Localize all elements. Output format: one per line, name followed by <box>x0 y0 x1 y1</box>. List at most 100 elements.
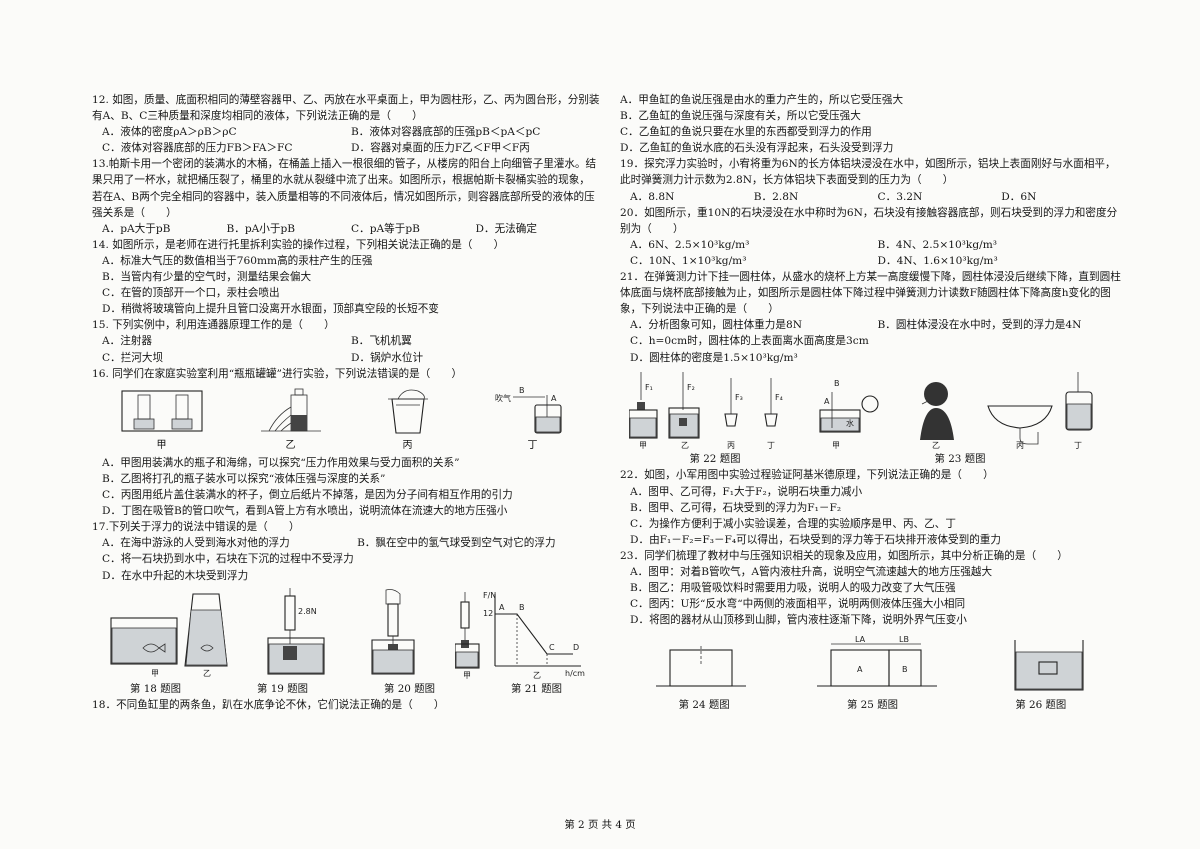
figure-captions-24-26: 第 24 题图 第 25 题图 第 26 题图 <box>620 698 1125 714</box>
option-c: C．液体对容器底部的压力FB＞FA＞FC <box>102 142 293 155</box>
option-d: D．锅炉水位计 <box>351 351 424 364</box>
figures-22-23: F₁ F₂ F₃ F₄ 甲 乙 丙 丁 B <box>620 370 1125 450</box>
option-a: A．在海中游泳的人受到海水对他的浮力 <box>102 537 290 550</box>
caption-fig-22: 第 22 题图 <box>689 452 741 465</box>
question-19-options: A．8.8N B．2.8N C．3.2N D．6N <box>620 189 1125 205</box>
option-a: A．注射器 <box>102 335 153 348</box>
fish-tanks-illustration: 甲 乙 <box>110 593 228 678</box>
option-b: B．pA小于pB <box>226 222 296 235</box>
option-a: A．标准大气压的数值相当于760mm高的汞柱产生的压强 <box>102 254 373 267</box>
option-d: D．稍微将玻璃管向上提升且管口没离开水银面，顶部真空段的长短不变 <box>102 303 439 316</box>
figure-21-tick-12: 12 <box>483 609 493 618</box>
figure-18-label-jia: 甲 <box>151 669 159 678</box>
question-19-stem: 19．探究浮力实验时，小宥将重为6N的长方体铝块浸没在水中，如图所示，铝块上表面… <box>620 158 1116 187</box>
option-b: B．图甲、乙可得，石块受到的浮力为F₁－F₂ <box>630 501 842 514</box>
question-13: 13.帕斯卡用一个密闭的装满水的木桶，在桶盖上插入一根很细的管子，从楼房的阳台上… <box>92 156 600 236</box>
option-c: C．图丙：U形“反水弯“中两侧的液面相平，说明两侧液体压强大小相同 <box>630 598 966 611</box>
figure-25-label-a: A <box>857 665 863 674</box>
option-b: B．乙图将打孔的瓶子装水可以探究“液体压强与深度的关系” <box>102 472 386 485</box>
question-17-options: A．在海中游泳的人受到海水对他的浮力 B．飘在空中的氢气球受到空气对它的浮力 <box>92 535 600 551</box>
figure-23-label-ding: 丁 <box>1074 441 1082 450</box>
figure-21-label-yi: 乙 <box>533 671 541 680</box>
option-a: A．图甲、乙可得，F₁大于F₂，说明石块重力减小 <box>630 485 863 498</box>
question-14-options: A．标准大气压的数值相当于760mm高的汞柱产生的压强 B．当管内有少量的空气时… <box>92 253 600 317</box>
option-d: D．6N <box>1001 190 1037 203</box>
question-18-stem: 18．不同鱼缸里的两条鱼，趴在水底争论不休，它们说法正确的是（ ） <box>92 699 445 712</box>
question-15-options: A．注射器 B．飞机机翼 C．拦河大坝 D．锅炉水位计 <box>92 333 600 365</box>
question-22-options: A．图甲、乙可得，F₁大于F₂，说明石块重力减小 B．图甲、乙可得，石块受到的浮… <box>620 484 1125 548</box>
figure-23-label-jia: 甲 <box>832 441 840 450</box>
question-22-stem: 22．如图，小军用图中实验过程验证阿基米德原理，下列说法正确的是（ ） <box>620 469 994 482</box>
figure-21-point-a: A <box>499 603 505 612</box>
question-21-options: A．分析图象可知，圆柱体重力是8N B．圆柱体浸没在水中时，受到的浮力是4N <box>620 317 1125 333</box>
figure-18-label-yi: 乙 <box>203 669 211 678</box>
option-a: A．甲图用装满水的瓶子和海绵，可以探究“压力作用效果与受力面积的关系” <box>102 456 460 469</box>
question-17-options-cd: C．将一石块扔到水中，石块在下沉的过程中不受浮力 D．在水中升起的木块受到浮力 <box>92 551 600 583</box>
caption-fig-25: 第 25 题图 <box>846 699 898 712</box>
container-with-block-illustration <box>1014 640 1084 691</box>
force-depth-graph-illustration: 甲 F/N 12 h/cm A B C D 乙 <box>454 591 585 680</box>
question-15: 15. 下列实例中，利用连通器原理工作的是（ ） A．注射器 B．飞机机翼 C．… <box>92 317 600 365</box>
question-14: 14. 如图所示，是老师在进行托里拆利实验的操作过程，下列相关说法正确的是（ ）… <box>92 237 600 317</box>
archimedes-experiment-illustration: F₁ F₂ F₃ F₄ 甲 乙 丙 丁 <box>628 371 783 450</box>
caption-fig-24: 第 24 题图 <box>678 699 730 712</box>
figure-16-caption-ding: 丁 <box>527 439 538 451</box>
option-d: D．由F₁－F₂=F₃－F₄可以得出，石块受到的浮力等于石块排开液体受到的重力 <box>630 533 1001 546</box>
caption-fig-19: 第 19 题图 <box>257 682 308 695</box>
figure-25-label-lb: LB <box>899 636 909 644</box>
option-c: C．丙图用纸片盖住装满水的杯子，倒立后纸片不掉落，是因为分子间有相互作用的引力 <box>102 489 513 502</box>
question-22: 22．如图，小军用图中实验过程验证阿基米德原理，下列说法正确的是（ ） A．图甲… <box>620 467 1125 547</box>
figure-21-point-d: D <box>573 643 579 652</box>
question-23-options: A．图甲：对着B管吹气，A管内液柱升高，说明空气流速越大的地方压强越大 B．图乙… <box>620 564 1125 628</box>
hand-scale-beaker-illustration <box>371 588 415 675</box>
question-18: 18．不同鱼缸里的两条鱼，趴在水底争论不休，它们说法正确的是（ ） <box>92 697 600 713</box>
option-b: B．液体对容器底部的压强pB＜pA＜pC <box>351 126 541 139</box>
option-c: C．拦河大坝 <box>102 351 164 364</box>
question-20-options: A．6N、2.5×10³kg/m³ B．4N、2.5×10³kg/m³ C．10… <box>620 237 1125 269</box>
option-c: C．乙鱼缸的鱼说只要在水里的东西都受到浮力的作用 <box>620 126 872 139</box>
figure-21-point-c: C <box>549 643 555 652</box>
option-c: C．在管的顶部开一个口，汞柱会喷出 <box>102 287 280 300</box>
option-d: D．在水中升起的木块受到浮力 <box>102 569 249 582</box>
figure-21-point-b: B <box>519 603 525 612</box>
figure-16-label-b: B <box>519 386 525 395</box>
question-18-options: A．甲鱼缸的鱼说压强是由水的重力产生的，所以它受压强大 B．乙鱼缸的鱼说压强与深… <box>620 92 1125 156</box>
atomizer-bottle-illustration: B 吹气 A <box>495 386 562 434</box>
option-b: B．飘在空中的氢气球受到空气对它的浮力 <box>357 537 556 550</box>
question-12-options: A．液体的密度ρA＞ρB＞ρC B．液体对容器底部的压强pB＜pA＜pC C．液… <box>92 124 600 156</box>
figure-23-label-bing: 丙 <box>1016 441 1024 450</box>
figure-16-caption-yi: 乙 <box>285 439 296 451</box>
option-a: A．8.8N <box>630 190 675 203</box>
page-footer: 第 2 页 共 4 页 <box>564 819 636 831</box>
figure-22-label-f4: F₄ <box>775 393 783 402</box>
option-a: A．液体的密度ρA＞ρB＞ρC <box>102 126 237 139</box>
caption-fig-20: 第 20 题图 <box>384 682 435 695</box>
figure-16-label-blow: 吹气 <box>495 393 511 403</box>
option-a: A．pA大于pB <box>102 222 171 235</box>
option-b: B．当管内有少量的空气时，测量结果会偏大 <box>102 271 312 284</box>
question-15-stem: 15. 下列实例中，利用连通器原理工作的是（ ） <box>92 319 335 332</box>
option-a: A．甲鱼缸的鱼说压强是由水的重力产生的，所以它受压强大 <box>620 94 904 106</box>
option-d: D．无法确定 <box>475 222 537 235</box>
figure-22-label-bing: 丙 <box>727 441 735 450</box>
option-a: A．图甲：对着B管吹气，A管内液柱升高，说明空气流速越大的地方压强越大 <box>630 565 993 578</box>
figures-24-to-26: LA LB A B <box>620 636 1125 696</box>
option-d: D．将图的器材从山顶移到山脚，管内液柱逐渐下降，说明外界气压变小 <box>630 614 967 627</box>
question-13-stem: 13.帕斯卡用一个密闭的装满水的木桶，在桶盖上插入一根很细的管子，从楼房的阳台上… <box>92 158 597 219</box>
figure-22-label-yi: 乙 <box>681 441 689 450</box>
option-c: C．h=0cm时，圆柱体的上表面离水面高度是3cm <box>630 335 869 348</box>
question-21-stem: 21．在弹簧测力计下挂一圆柱体，从盛水的烧杯上方某一高度缓慢下降，圆柱体浸没后继… <box>620 271 1121 316</box>
figure-23-label-yi: 乙 <box>932 441 940 450</box>
option-b: B．飞机机翼 <box>351 335 412 348</box>
caption-fig-21: 第 21 题图 <box>511 682 562 695</box>
option-d: D．圆柱体的密度是1.5×10³kg/m³ <box>630 351 798 364</box>
pressure-applications-illustration: B A 水 甲 乙 丙 丁 <box>819 371 1093 450</box>
caption-fig-18: 第 18 题图 <box>130 682 181 695</box>
question-12-stem: 12. 如图，质量、底面积相同的薄壁容器甲、乙、丙放在水平桌面上，甲为圆柱形，乙… <box>92 94 600 123</box>
cup-with-paper-illustration <box>387 389 428 434</box>
question-17-stem: 17.下列关于浮力的说法中错误的是（ ） <box>92 521 300 534</box>
figure-captions-18-21: 第 18 题图 第 19 题图 第 20 题图 第 21 题图 <box>92 682 600 698</box>
option-d: D．丁图在吸管B的管口吹气，看到A管上方有水喷出，说明流体在流速大的地方压强小 <box>102 505 508 518</box>
figure-23-label-water: 水 <box>846 418 854 428</box>
